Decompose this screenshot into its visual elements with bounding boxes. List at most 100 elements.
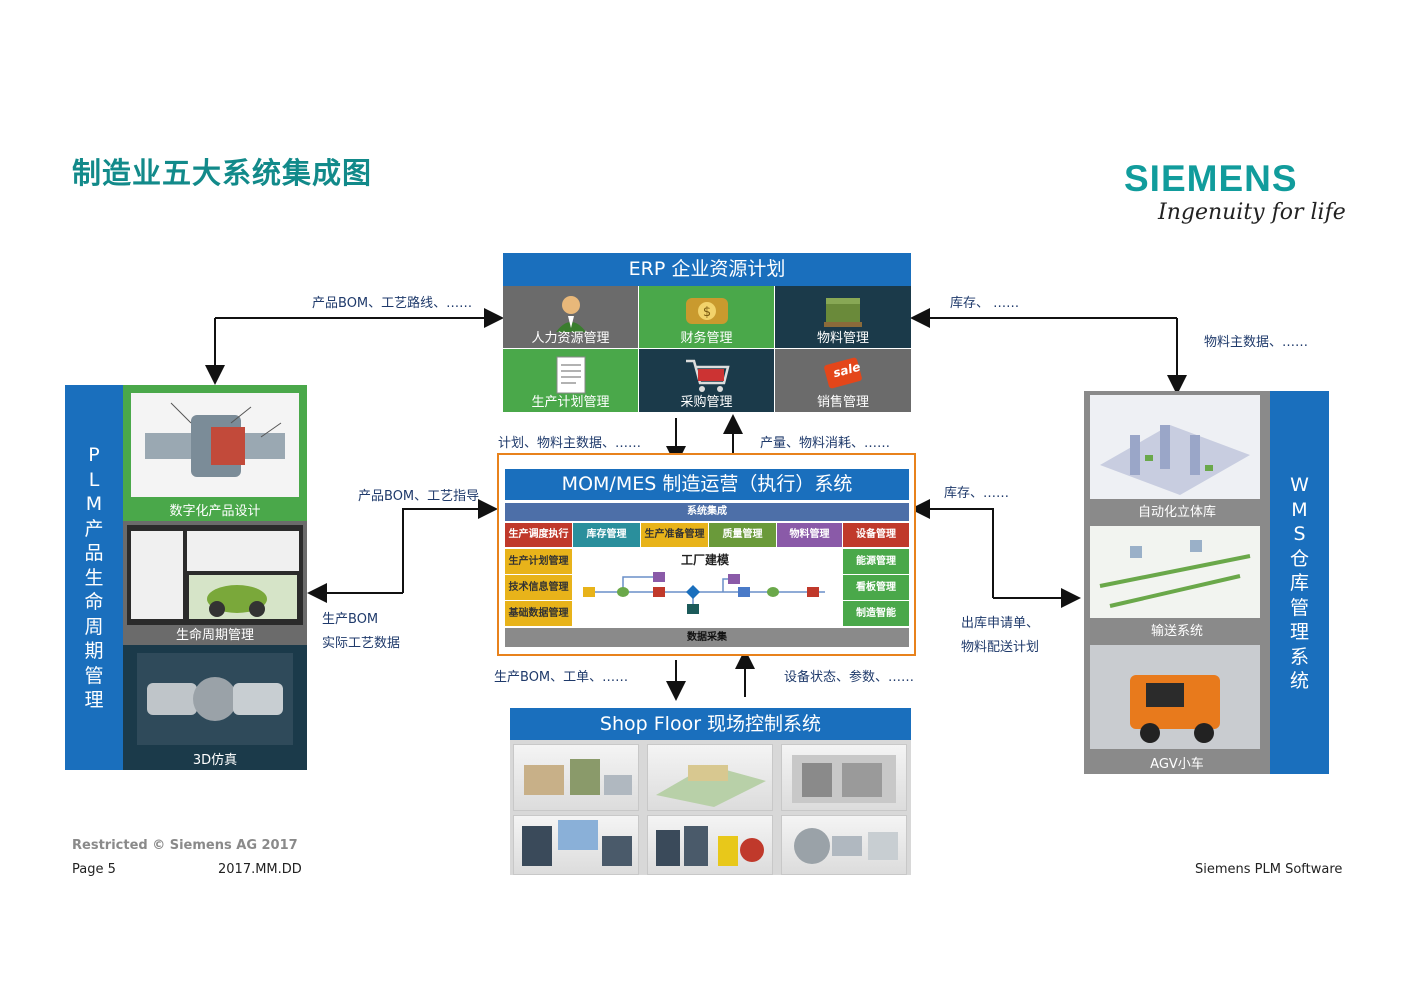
wms-tile-label: 输送系统 [1150,624,1203,639]
mes-right-cell: 能源管理 [843,549,909,574]
plm-letter: 理 [84,689,104,711]
label-mes-plm-2: 实际工艺数据 [322,636,401,651]
mes-left-cell: 技术信息管理 [505,575,572,600]
person-icon [551,292,591,340]
erp-tile-label: 物料管理 [816,331,869,346]
mes-top-cell: 设备管理 [843,523,909,547]
label-mes-wms-2: 物料配送计划 [961,640,1040,655]
wms-block: 自动化立体库 输送系统 AGV小车 W M S 仓 库 管 理 系 统 [1084,391,1329,774]
erp-tile-plan: 生产计划管理 [503,349,638,412]
plm-tile-lifecycle: 生命周期管理 [123,521,307,645]
factory-model-label: 工厂建模 [681,553,730,567]
plm-tile-label: 3D仿真 [192,753,238,768]
mes-left-cell: 生产计划管理 [505,549,572,574]
siemens-logo: SIEMENS [1124,158,1298,199]
plm-letter: 产 [84,517,104,540]
plc-controllers-image [513,815,639,875]
erp-header: ERP 企业资源计划 [503,253,911,286]
erp-block: ERP 企业资源计划 人力资源管理 $ 财务管理 物料管理 生产计划管理 采购管… [503,253,911,412]
wms-letter: 统 [1289,670,1309,692]
wms-tile-conveyor: 输送系统 [1084,522,1270,641]
factory-model-area: 工厂建模 [573,549,842,626]
plm-letter: L [88,468,100,491]
logo-tagline: Ingenuity for life [1158,200,1346,225]
plm-tile-sim: 3D仿真 [123,645,307,770]
wms-letter: M [1291,498,1308,521]
arrow-wms-mes [910,499,994,598]
agv-image [1090,645,1260,749]
mes-top-cell: 库存管理 [573,523,640,547]
erp-tile-label: 采购管理 [680,395,733,410]
label-wms-mes: 库存、…… [944,486,1010,501]
money-bag-icon: $ [682,292,732,338]
wms-tile-asrs: 自动化立体库 [1084,391,1270,522]
wms-vertical-bar: W M S 仓 库 管 理 系 统 [1270,391,1329,774]
mes-left-cell: 基础数据管理 [505,601,572,626]
footer-company: Siemens PLM Software [1195,862,1343,877]
pallet-boxes-icon [820,292,866,338]
mes-right-cell: 看板管理 [843,575,909,600]
conveyor-image [1090,526,1260,618]
label-mes-plm-1: 生产BOM [322,612,379,627]
motors-image [781,815,907,875]
production-line-image [647,744,773,811]
wms-tile-label: 自动化立体库 [1137,505,1216,520]
data-collect-bar: 数据采集 [505,628,909,647]
3d-part-image [137,653,293,745]
erp-tile-purchase: 采购管理 [639,349,774,412]
mes-header: MOM/MES 制造运营（执行）系统 [505,469,909,500]
label-mes-sf: 生产BOM、工单、…… [494,670,629,685]
label-plm-mes: 产品BOM、工艺指导 [358,489,480,504]
plm-tile-label: 数字化产品设计 [169,504,261,519]
wms-letter: 仓 [1289,547,1309,570]
wms-letter: 管 [1289,596,1309,619]
mes-top-cell: 质量管理 [709,523,776,547]
process-flow-diagram [583,572,825,614]
label-mes-erp: 产量、物料消耗、…… [760,436,891,451]
plm-letter: 品 [84,542,104,564]
wms-letter: W [1290,474,1309,496]
plm-letter: 期 [84,640,104,662]
svg-text:$: $ [702,305,710,320]
erp-tile-label: 人力资源管理 [531,331,610,346]
mes-top-cell: 生产调度执行 [505,523,572,547]
plm-vertical-bar: P L M 产 品 生 命 周 期 管 理 [65,385,123,770]
sale-tag-icon [818,355,868,401]
wms-letter: 系 [1289,645,1309,668]
plm-letter: 周 [84,615,104,638]
wms-letter: 理 [1289,621,1309,643]
label-mes-wms-1: 出库申请单、 [961,616,1040,631]
mes-block: MOM/MES 制造运营（执行）系统 系统集成 生产调度执行 库存管理 生产准备… [497,453,916,656]
footer-page: Page 5 [72,862,116,877]
shopfloor-header: Shop Floor 现场控制系统 [510,708,911,740]
page-title: 制造业五大系统集成图 [72,156,373,190]
factory-floor-image [781,744,907,811]
drives-image [647,815,773,875]
erp-tile-material: 物料管理 [775,286,911,348]
plm-letter: P [88,444,100,466]
erp-tile-label: 生产计划管理 [531,395,610,410]
erp-tile-label: 销售管理 [816,395,869,410]
plm-letter: 命 [84,591,104,613]
valve-cad-image [131,393,299,497]
label-plm-erp: 产品BOM、工艺路线、…… [312,296,473,311]
footer-restricted: Restricted © Siemens AG 2017 [72,838,298,853]
plm-letter: 生 [84,566,104,589]
wms-tile-agv: AGV小车 [1084,641,1270,774]
mes-top-cell: 生产准备管理 [641,523,708,547]
label-erp-wms: 库存、 …… [950,296,1020,311]
mes-top-cell: 物料管理 [777,523,842,547]
erp-tile-hr: 人力资源管理 [503,286,638,348]
plm-block: P L M 产 品 生 命 周 期 管 理 数字化产品设计 [65,385,307,770]
label-wms-erp: 物料主数据、…… [1204,335,1309,350]
document-icon [554,355,588,403]
shopping-cart-icon [682,355,732,403]
erp-tile-sales: sale 销售管理 [775,349,911,412]
mes-right-cell: 制造智能 [843,601,909,626]
arrow-plm-mes [402,499,498,593]
label-sf-mes: 设备状态、参数、…… [784,670,915,685]
machine-image [513,744,639,811]
label-erp-mes: 计划、物料主数据、…… [498,436,642,451]
wms-tile-label: AGV小车 [1150,757,1204,772]
erp-tile-label: 财务管理 [680,331,733,346]
